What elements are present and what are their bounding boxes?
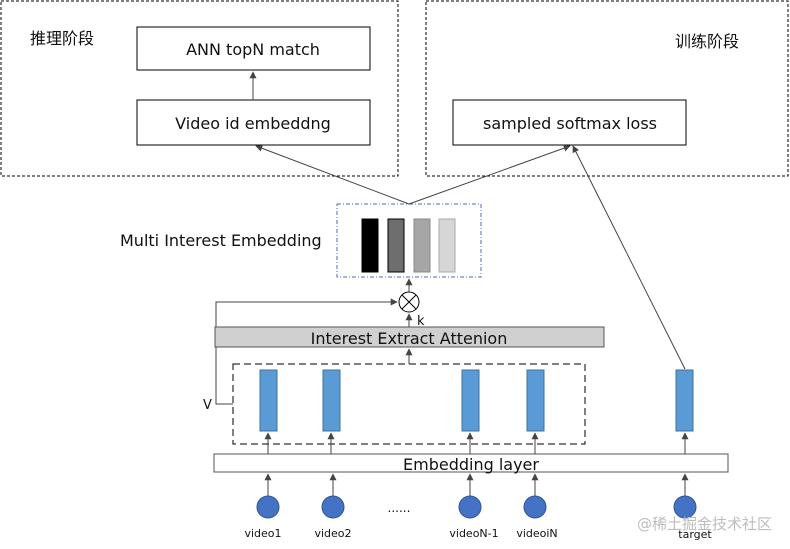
input-label-target: target [678, 528, 712, 541]
watermark: @稀土掘金技术社区 [637, 515, 772, 533]
attention-bar [214, 326, 605, 348]
inference-panel [0, 0, 399, 177]
embedding-layer-bar [213, 453, 729, 473]
target-to-loss-arrow [572, 145, 686, 370]
input-node-videoN-1 [458, 495, 482, 519]
input-node-video2 [321, 495, 345, 519]
input-label-video1: video1 [244, 527, 281, 540]
behavior-vectors-frame [232, 363, 586, 445]
input-label-videoN-1: videoN-1 [449, 527, 498, 540]
embedding-layer-label: Embedding layer [403, 455, 539, 474]
interest-vector-1 [361, 218, 379, 273]
video-embedding-box-label: Video id embeddng [175, 114, 331, 133]
input-node-video1 [256, 495, 280, 519]
behavior-vector-videoN-1 [461, 369, 480, 432]
target-vector [675, 369, 694, 432]
ann-box [136, 26, 371, 71]
input-label-video2: video2 [314, 527, 351, 540]
softmax-loss-box-label: sampled softmax loss [483, 114, 657, 133]
interest-vector-3 [413, 218, 431, 273]
interest-to-loss-arrow [408, 144, 571, 205]
ann-box-label: ANN topN match [186, 40, 320, 59]
ellipsis: ...... [388, 501, 411, 515]
softmax-loss-box [452, 99, 687, 146]
multi-interest-label: Multi Interest Embedding [120, 231, 322, 250]
behavior-vector-video2 [322, 369, 341, 432]
interest-to-embed-arrow [255, 144, 410, 205]
attention-label: Interest Extract Attenion [311, 329, 508, 348]
input-label-videoN: videoiN [516, 527, 557, 540]
v-label: V [203, 398, 212, 413]
video-embedding-box [136, 99, 371, 146]
multiply-cross-2 [401, 294, 417, 310]
behavior-vector-videoN [526, 369, 545, 432]
behavior-vector-video1 [259, 369, 278, 432]
training-panel [425, 0, 789, 177]
multi-interest-frame [336, 203, 482, 278]
interest-vector-2 [387, 218, 405, 273]
v-bypass-line [215, 298, 398, 405]
input-node-videoN [523, 495, 547, 519]
interest-vector-4 [438, 218, 456, 273]
training-panel-title: 训练阶段 [675, 32, 739, 51]
k-label: k [417, 314, 425, 329]
inference-panel-title: 推理阶段 [30, 29, 94, 48]
